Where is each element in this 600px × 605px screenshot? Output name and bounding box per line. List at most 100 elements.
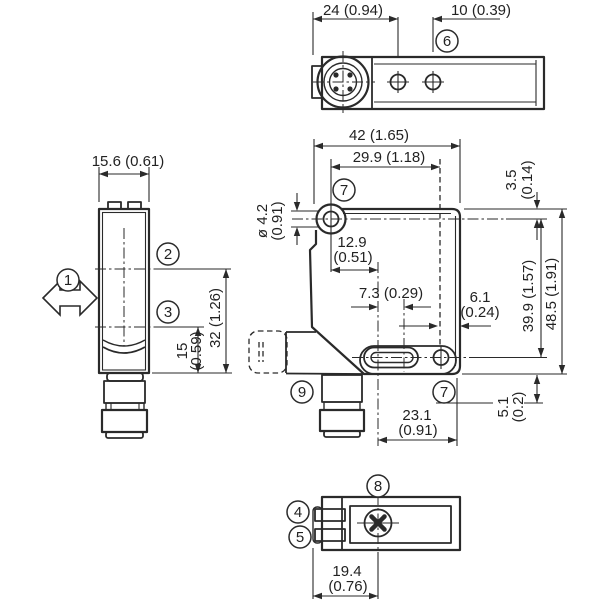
arrowhead (460, 322, 469, 330)
dim-42: 42 (1.65) (349, 127, 409, 144)
bottom-view-panel (349, 505, 452, 544)
arrowhead (448, 436, 457, 444)
dim-12-9-inch: (0.51) (333, 249, 372, 266)
arrowhead (537, 219, 545, 228)
dim-24: 24 (0.94) (323, 2, 383, 19)
callout-2 (156, 242, 180, 266)
callout-4 (286, 500, 310, 524)
dim-6-1: 6.1 (470, 289, 491, 306)
arrowhead (404, 303, 413, 311)
dim-7-3: 7.3 (0.29) (359, 285, 423, 302)
lens-arc (102, 346, 146, 354)
arrowhead (293, 227, 301, 236)
arrowhead (293, 202, 301, 211)
arrowhead (140, 170, 149, 178)
led-indicator-2 (314, 528, 346, 542)
callout-7 (332, 178, 356, 202)
dim-39-9: 39.9 (1.57) (520, 260, 537, 333)
seal-ring (106, 372, 144, 382)
top-view: 24 (0.94) 10 (0.39) 6 (311, 2, 546, 113)
arrowhead (222, 269, 230, 278)
callout-5-label: 5 (296, 529, 304, 546)
callout-1 (56, 268, 80, 292)
arrowhead (369, 592, 378, 600)
arrowhead (194, 364, 202, 373)
arrowhead (313, 15, 322, 23)
m8-pin (333, 72, 339, 78)
arrowhead (331, 266, 340, 274)
callout-2-label: 2 (164, 246, 172, 263)
callout-8 (366, 474, 390, 498)
dim-hole-dia: ø 4.2 (254, 204, 271, 238)
dim-19-4-inch: (0.76) (328, 578, 367, 595)
arrowhead (222, 364, 230, 373)
m8-plug (318, 408, 366, 433)
front-view: 42 (1.65) 29.9 (1.18) ø 4.2 (0.91) 12.9 … (248, 127, 567, 446)
side-view: 15.6 (0.61) 32 (1.26) 15 (0.59) (41, 153, 232, 439)
callout-8-label: 8 (374, 478, 382, 495)
m8-plug (100, 408, 149, 434)
dim-48-5: 48.5 (1.91) (543, 258, 560, 331)
arrowhead (314, 142, 323, 150)
arrowhead (558, 365, 566, 374)
arrowhead (313, 592, 322, 600)
callout-6 (435, 29, 459, 53)
m8-plug-cap (323, 430, 361, 438)
arrowhead (433, 15, 442, 23)
bottom-edge (285, 372, 365, 375)
callout-9-label: 9 (298, 384, 306, 401)
callout-4-label: 4 (294, 504, 302, 521)
arrowhead (431, 163, 440, 171)
arrowhead (533, 394, 541, 403)
m8-pin (347, 72, 353, 78)
dim-23-1: 23.1 (402, 407, 431, 424)
dim-hole-dia-inch: (0.91) (269, 201, 286, 240)
m8-pin (333, 86, 339, 92)
arrowhead (558, 209, 566, 218)
callout-3-label: 3 (164, 304, 172, 321)
dim-10: 10 (0.39) (451, 2, 511, 19)
arrowhead (194, 327, 202, 336)
arrowhead (537, 348, 545, 357)
mounting-boss (359, 345, 457, 375)
callout-6-label: 6 (443, 33, 451, 50)
connector-stem (321, 374, 363, 403)
cable-outlet-dashed (248, 330, 288, 374)
arrowhead (369, 266, 378, 274)
dim-3-5: 3.5 (503, 170, 520, 191)
side-view-inner (101, 211, 147, 371)
callout-7-label: 7 (340, 182, 348, 199)
m8-pin (347, 86, 353, 92)
callout-3 (156, 300, 180, 324)
connector-stem (103, 380, 146, 404)
arrowhead (331, 163, 340, 171)
dim-32: 32 (1.26) (207, 288, 224, 348)
arrowhead (451, 142, 460, 150)
callout-5 (288, 525, 312, 549)
arrowhead (99, 170, 108, 178)
dim-3-5-inch: (0.14) (519, 160, 536, 199)
arrowhead (533, 200, 541, 209)
dim-15: 15 (174, 343, 191, 360)
dim-15-inch: (0.59) (188, 331, 205, 370)
dim-5-1-inch: (0.2) (510, 392, 527, 423)
dim-29-9: 29.9 (1.18) (353, 149, 426, 166)
callout-9 (290, 380, 314, 404)
arrowhead (389, 15, 398, 23)
dim-6-1-inch: (0.24) (460, 304, 499, 321)
callout-1-label: 1 (64, 272, 72, 289)
arrowhead (369, 303, 378, 311)
callout-7b (432, 380, 456, 404)
dim-5-1: 5.1 (495, 397, 512, 418)
clip-bracket (312, 506, 323, 544)
arrowhead (533, 375, 541, 384)
m8-plug-cap (105, 431, 144, 439)
callout-7b-label: 7 (440, 384, 448, 401)
dim-23-1-inch: (0.91) (398, 422, 437, 439)
dim-12-9: 12.9 (337, 234, 366, 251)
dim-19-4: 19.4 (332, 563, 361, 580)
bottom-view: 19.4 (0.76) 8 4 5 (286, 474, 462, 600)
led-indicator-1 (314, 508, 346, 522)
